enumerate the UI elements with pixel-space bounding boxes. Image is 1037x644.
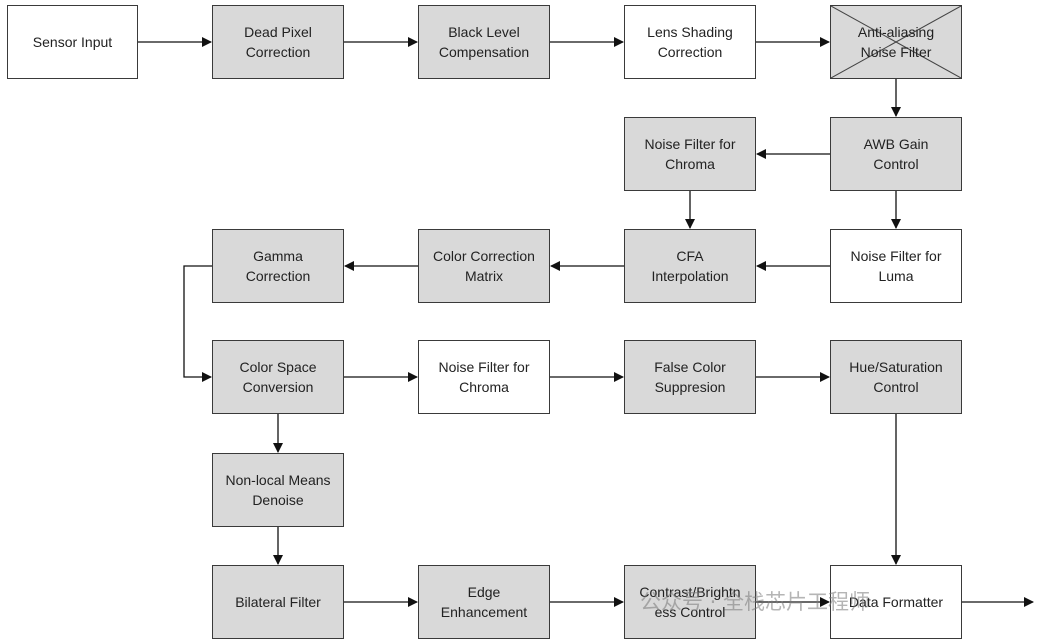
node-data-formatter: Data Formatter [830,565,962,639]
node-noise-filter-chroma-1: Noise Filter for Chroma [624,117,756,191]
node-color-correction-matrix: Color Correction Matrix [418,229,550,303]
node-color-space-conversion: Color Space Conversion [212,340,344,414]
node-anti-aliasing-noise-filter: Anti-aliasing Noise Filter [830,5,962,79]
node-sensor-input: Sensor Input [7,5,138,79]
node-lens-shading-correction: Lens Shading Correction [624,5,756,79]
node-non-local-means-denoise: Non-local Means Denoise [212,453,344,527]
node-noise-filter-luma: Noise Filter for Luma [830,229,962,303]
node-gamma-correction: Gamma Correction [212,229,344,303]
node-false-color-suppression: False Color Suppresion [624,340,756,414]
node-awb-gain-control: AWB Gain Control [830,117,962,191]
node-black-level-compensation: Black Level Compensation [418,5,550,79]
node-hue-saturation-control: Hue/Saturation Control [830,340,962,414]
node-noise-filter-chroma-2: Noise Filter for Chroma [418,340,550,414]
node-dead-pixel-correction: Dead Pixel Correction [212,5,344,79]
node-cfa-interpolation: CFA Interpolation [624,229,756,303]
node-contrast-brightness-control: Contrast/Brightn ess Control [624,565,756,639]
watermark-text: 公众号 · 全栈芯片工程师 [640,590,871,614]
node-bilateral-filter: Bilateral Filter [212,565,344,639]
node-edge-enhancement: Edge Enhancement [418,565,550,639]
arrow-gamma-to-csc [183,265,212,382]
